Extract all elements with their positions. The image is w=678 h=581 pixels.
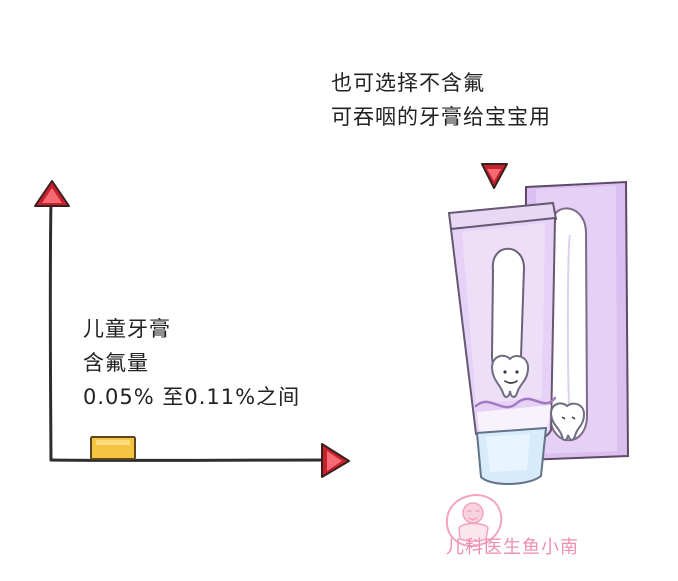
triangle-up-icon [34, 180, 70, 207]
fluoride-free-note-line-1: 也可选择不含氟 [331, 71, 485, 95]
fluoride-level-bar [90, 436, 136, 460]
fluoride-content-note: 儿童牙膏 含氟量 0.05% 至0.11%之间 [83, 312, 300, 414]
toothpaste-tube [447, 201, 558, 485]
chart-axes [48, 197, 335, 462]
tooth-icon [549, 402, 586, 441]
watermark-text: 儿科医生鱼小南 [446, 537, 579, 558]
tooth-icon [490, 354, 530, 398]
y-axis-line [48, 197, 53, 462]
fluoride-content-note-line-3: 0.05% 至0.11%之间 [83, 385, 301, 409]
fluoride-free-note: 也可选择不含氟 可吞咽的牙膏给宝宝用 [331, 66, 551, 134]
baby-logo-icon [445, 494, 503, 547]
triangle-down-icon [481, 163, 508, 189]
fluoride-content-note-line-2: 含氟量 [83, 351, 149, 375]
fluoride-free-note-line-2: 可吞咽的牙膏给宝宝用 [331, 105, 551, 129]
fluoride-content-note-line-1: 儿童牙膏 [83, 317, 171, 341]
triangle-right-icon [321, 443, 350, 478]
